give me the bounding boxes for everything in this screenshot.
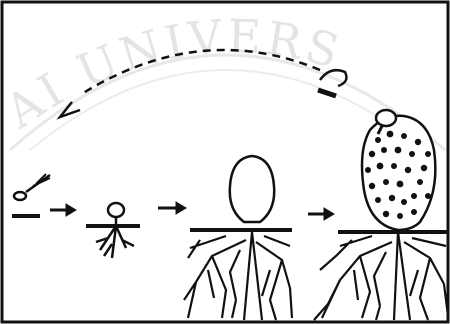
watermark-text: AI UNIVERS: [0, 9, 348, 139]
stage-swollen: [184, 156, 292, 320]
stage-seed: [12, 174, 50, 216]
arrow-3: [308, 208, 334, 220]
stage-mature: [314, 110, 448, 320]
arrow-1: [50, 204, 76, 216]
stage-seedling: [86, 203, 140, 258]
arrow-2: [158, 202, 186, 214]
